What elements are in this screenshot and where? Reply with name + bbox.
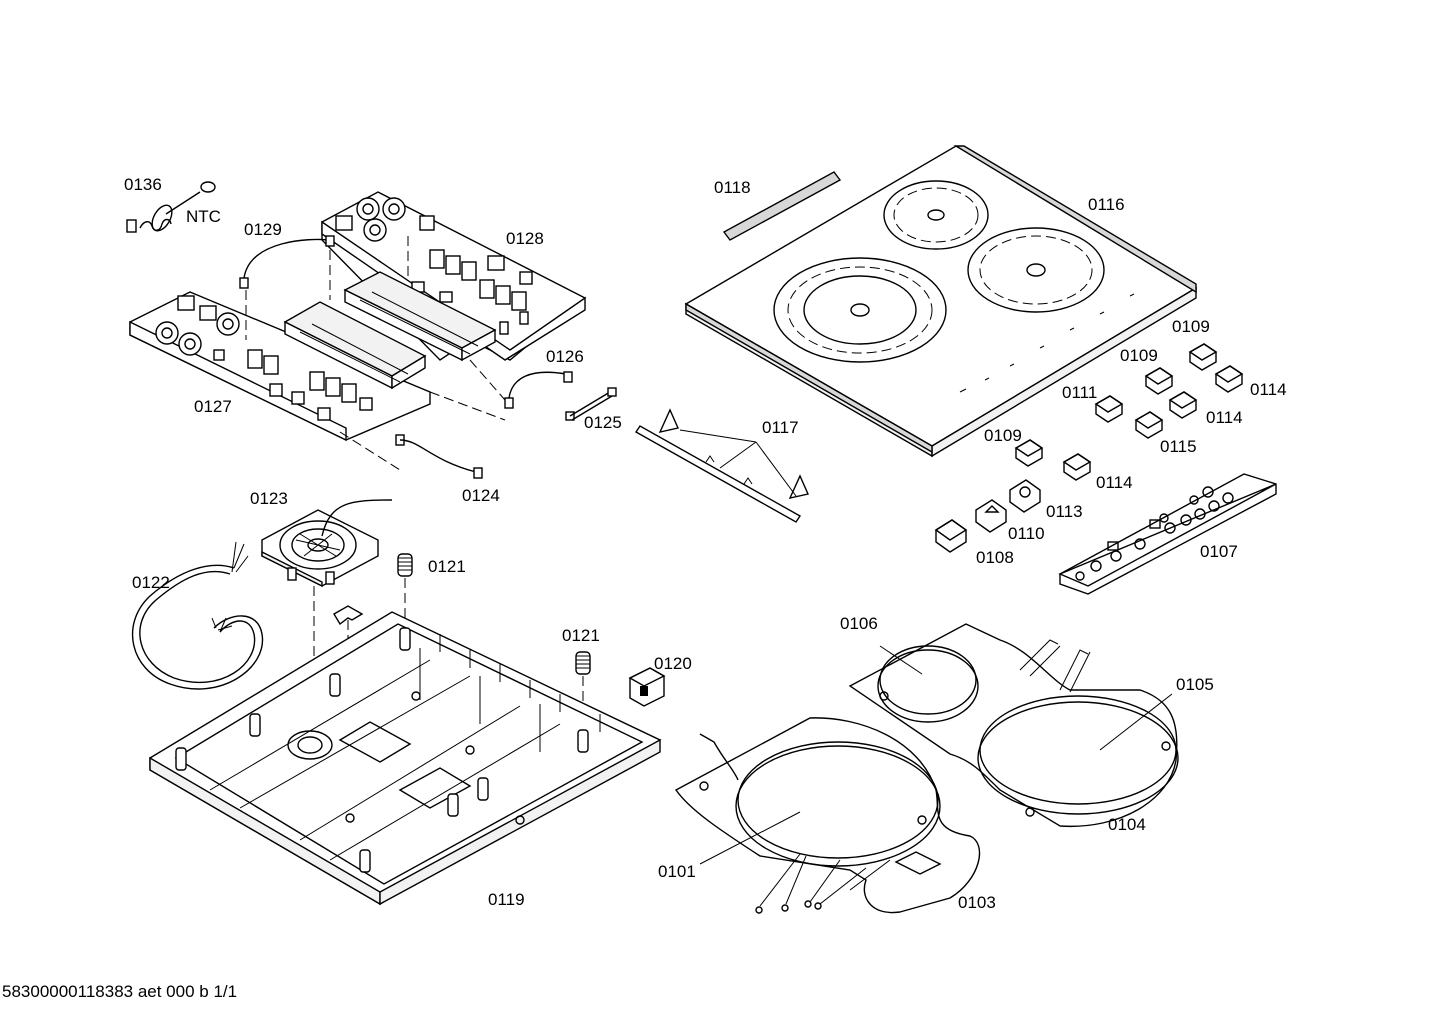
terminal-block-part[interactable] [628, 667, 666, 707]
label-0121-right: 0121 [562, 626, 600, 645]
heat-sink-lower [283, 301, 427, 390]
label-0119: 0119 [488, 890, 525, 909]
label-0103: 0103 [958, 893, 996, 912]
knob-0109-low [1014, 439, 1044, 467]
label-0124: 0124 [462, 486, 500, 505]
spring-0121-left[interactable] [397, 553, 413, 577]
cable-0125[interactable] [565, 387, 617, 421]
label-0106: 0106 [840, 614, 878, 633]
label-0105: 0105 [1176, 675, 1214, 694]
label-0115: 0115 [1160, 437, 1197, 456]
assembly-guide-lower [313, 578, 584, 760]
label-0109-low: 0109 [984, 426, 1022, 445]
seal-strip-part[interactable] [722, 171, 842, 241]
label-0121-left: 0121 [428, 557, 466, 576]
label-0125: 0125 [584, 413, 622, 432]
label-0109-top: 0109 [1172, 317, 1210, 336]
spring-0121-right[interactable] [575, 651, 591, 675]
power-board-upper-part[interactable] [321, 191, 587, 361]
label-0136: 0136 [124, 175, 162, 194]
ntc-sensor-part[interactable] [126, 181, 216, 234]
label-0123: 0123 [250, 489, 288, 508]
knob-0108 [934, 519, 968, 553]
cooling-fan-part[interactable] [261, 499, 393, 588]
cable-0126[interactable] [504, 371, 573, 409]
single-heating-element-tray[interactable] [674, 717, 981, 914]
fan-bracket [333, 605, 364, 626]
label-0127: 0127 [194, 397, 232, 416]
label-0116: 0116 [1088, 195, 1125, 214]
leader-lines [679, 429, 1173, 865]
base-housing-part[interactable] [149, 611, 662, 906]
knob-0114-c [1062, 453, 1092, 481]
label-0104: 0104 [1108, 815, 1146, 834]
label-0120: 0120 [654, 654, 692, 673]
label-0111: 0111 [1062, 383, 1098, 402]
mounting-bracket-part[interactable] [634, 408, 809, 523]
label-0126: 0126 [546, 347, 584, 366]
knob-0114-b [1168, 391, 1198, 419]
label-0109-mid: 0109 [1120, 346, 1158, 365]
double-heating-element-tray[interactable] [848, 623, 1179, 828]
cable-0124[interactable] [395, 434, 483, 479]
knob-0111 [1094, 395, 1124, 423]
label-0114-a: 0114 [1250, 380, 1287, 399]
label-0108: 0108 [976, 548, 1014, 567]
control-pcb-part[interactable] [1058, 473, 1277, 595]
label-0113: 0113 [1046, 502, 1083, 521]
assembly-guide [245, 236, 506, 471]
label-0122: 0122 [132, 573, 170, 592]
glass-ceramic-top-part[interactable] [684, 145, 1198, 458]
label-ntc: NTC [186, 207, 221, 226]
label-0110: 0110 [1008, 524, 1045, 543]
label-0117: 0117 [762, 418, 799, 437]
knob-0109-mid [1144, 367, 1174, 395]
knob-0114-a [1214, 365, 1244, 393]
heat-sink-upper [343, 271, 497, 362]
label-0114-b: 0114 [1206, 408, 1243, 427]
document-code-footer: 58300000118383 aet 000 b 1/1 [2, 982, 238, 1001]
knob-0115 [1134, 411, 1164, 439]
label-0114-c: 0114 [1096, 473, 1133, 492]
power-cord-part[interactable] [131, 541, 264, 690]
label-0128: 0128 [506, 229, 544, 248]
control-knobs-group[interactable] [934, 343, 1244, 553]
knob-0110 [975, 499, 1007, 533]
label-0129: 0129 [244, 220, 282, 239]
knob-0113 [1009, 479, 1041, 513]
label-0118: 0118 [714, 178, 751, 197]
label-0107: 0107 [1200, 542, 1238, 561]
knob-0109-top [1188, 343, 1218, 371]
ribbon-cable-0129[interactable] [239, 235, 335, 289]
power-board-lower-part[interactable] [129, 291, 431, 442]
label-0101: 0101 [658, 862, 696, 881]
